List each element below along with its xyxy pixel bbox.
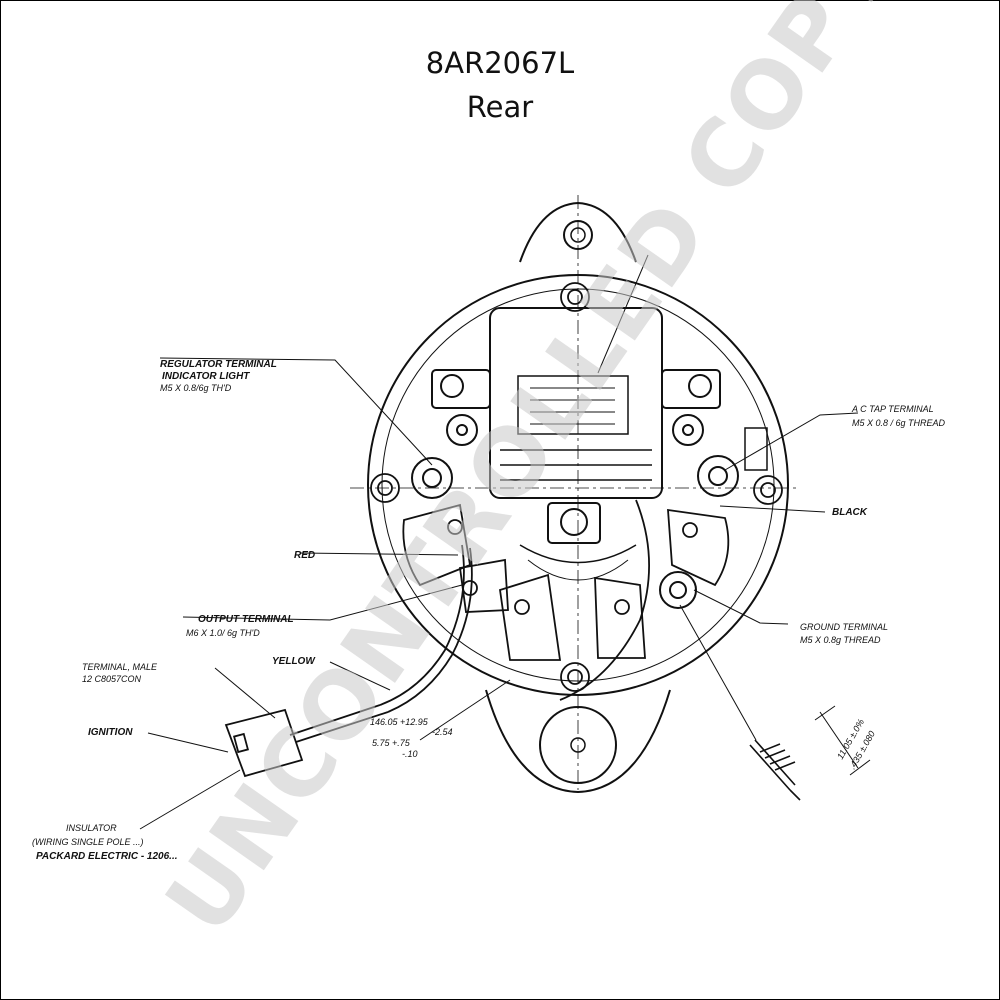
bottom-mounting-ear [485, 689, 671, 794]
output-terminal-thread: M6 X 1.0/ 6g TH'D [186, 628, 260, 638]
yellow-wire-label: YELLOW [272, 656, 316, 667]
ac-tap-stud [697, 455, 739, 497]
connector [224, 708, 304, 778]
uncontrolled-copy-watermark: UNCONTROLLED COPY [145, 0, 914, 953]
part-number-title: 8AR2067L [425, 46, 575, 80]
view-subtitle: Rear [466, 90, 534, 124]
housing-bolts [370, 282, 783, 692]
insulator-supplier: PACKARD ELECTRIC - 1206... [36, 851, 178, 862]
dim-wire-inch-tol: -.10 [402, 749, 418, 759]
regulator-terminal-thread: M5 X 0.8/6g TH'D [160, 383, 232, 393]
wiring-harness [289, 499, 650, 743]
output-terminal-label: OUTPUT TERMINAL [198, 614, 294, 625]
ignition-label: IGNITION [88, 727, 133, 738]
red-wire-label: RED [294, 550, 315, 561]
terminal-male-part: 12 C8057CON [82, 674, 142, 684]
dim-wire-length: 146.05 +12.95 [370, 717, 429, 727]
bottom-boss [539, 706, 617, 784]
terminal-male-label: TERMINAL, MALE [82, 662, 158, 672]
insulator-label: INSULATOR [66, 823, 117, 833]
ac-tap-label: A C TAP TERMINAL [851, 404, 934, 414]
housing-outline [367, 274, 789, 696]
insulator-wiring: (WIRING SINGLE POLE ...) [32, 837, 144, 847]
ground-terminal-thread: M5 X 0.8g THREAD [800, 635, 881, 645]
regulator-terminal-label: REGULATOR TERMINAL [160, 359, 277, 370]
ac-tap-thread: M5 X 0.8 / 6g THREAD [852, 418, 946, 428]
regulator-terminal-stud [411, 457, 453, 499]
black-wire-label: BLACK [832, 507, 868, 518]
ground-stud-detail [749, 739, 801, 801]
top-mounting-ear [519, 201, 637, 263]
dim-wire-inch: 5.75 +.75 [372, 738, 411, 748]
leader-lines [139, 254, 871, 830]
top-ear-hole [563, 220, 593, 250]
regulator-terminal-label-2: INDICATOR LIGHT [162, 371, 250, 382]
dim-wire-length-tol: -2.54 [432, 727, 453, 737]
ground-stud [659, 571, 697, 609]
ground-terminal-label: GROUND TERMINAL [800, 622, 888, 632]
